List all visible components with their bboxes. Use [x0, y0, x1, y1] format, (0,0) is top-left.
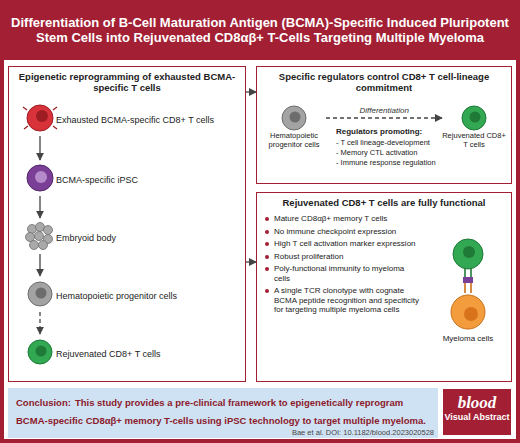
section-panel: Epigenetic reprogramming of exhausted BC…: [8, 66, 246, 382]
cell-nucleus: [290, 112, 301, 123]
node-text: Visual Abstract: [443, 412, 511, 422]
embryoid-cell: [39, 241, 48, 250]
flow-arrow: [39, 196, 40, 218]
flow-arrow: [326, 117, 442, 118]
conclusion-box: Conclusion:This study provides a pre-cli…: [8, 388, 438, 438]
node-text: Rejuvenated CD8+ T cells are fully funct…: [257, 193, 511, 208]
exhausted-t-cell: [27, 105, 53, 131]
t-cell: [453, 239, 483, 269]
target-cell: Myeloma cells: [428, 290, 508, 358]
section-panel: Specific regulators control CD8+ T cell-…: [256, 66, 512, 184]
node-text: This study provides a pre-clinical frame…: [16, 397, 426, 426]
flow-arrow: [39, 136, 40, 160]
node-text: Embryoid body: [56, 233, 116, 243]
cell-stage: BCMA-specific iPSC: [20, 160, 234, 196]
embryoid-cell: [30, 241, 39, 250]
cell-stage: Embryoid body: [20, 218, 234, 254]
ipsc-cell: [27, 165, 53, 191]
cell-nucleus: [463, 246, 475, 258]
text-wrap: Hematopoietic progenitor cells: [56, 285, 177, 303]
title-banner: Differentiation of B-Cell Maturation Ant…: [10, 2, 510, 58]
text-wrap: Exhausted BCMA-specific CD8+ T cells: [56, 109, 214, 127]
rejuvenated-t-cell: [28, 340, 52, 364]
cell-nucleus: [36, 288, 47, 299]
node-text: Rejuvenated CD8+ T cells: [56, 349, 160, 359]
node-text: Poly-functional immunity to myeloma cell…: [265, 264, 422, 283]
node-text: A single TCR clonotype with cognate BCMA…: [265, 286, 422, 315]
node-text: Hematopoietic progenitor cells: [262, 132, 326, 149]
myeloma-cell: [451, 295, 485, 329]
node-text: Conclusion:: [16, 397, 71, 408]
cell-nucleus: [470, 112, 481, 123]
embryoid-cell: [44, 226, 53, 235]
receptor-marks: [23, 107, 57, 129]
text-wrap: Conclusion:This study provides a pre-cli…: [16, 392, 430, 428]
node-text: Specific regulators control CD8+ T cell-…: [257, 67, 511, 93]
cell-stage: Rejuvenated CD8+ T cells: [442, 104, 506, 162]
embryoid-cell: [36, 223, 45, 232]
progenitor-cell: [282, 106, 306, 130]
text-wrap: BCMA-specific iPSC: [56, 169, 138, 187]
node-text: Epigenetic reprogramming of exhausted BC…: [9, 67, 245, 93]
node-text: Rejuvenated CD8+ T cells: [442, 132, 506, 149]
embryoid-cell: [26, 233, 35, 242]
flow-arrow: [39, 312, 40, 334]
node-text: No immune checkpoint expression: [265, 227, 422, 237]
node-text: Mature CD8αβ+ memory T cells: [265, 214, 422, 224]
flow-arrow: [246, 261, 256, 262]
node-text: Hematopoietic progenitor cells: [56, 291, 177, 301]
flow-arrow: [39, 254, 40, 276]
cell-stage: Hematopoietic progenitor cells: [20, 276, 234, 312]
rejuvenated-t-cell: [462, 106, 486, 130]
cell-stage: Rejuvenated CD8+ T cells: [20, 334, 234, 370]
node-text: Exhausted BCMA-specific CD8+ T cells: [56, 115, 214, 125]
section-panel: Rejuvenated CD8+ T cells are fully funct…: [256, 192, 512, 382]
cell-nucleus: [36, 110, 48, 122]
progenitor-cell: [28, 282, 52, 306]
embryoid-cell: [44, 235, 53, 244]
node-text: BCMA-specific iPSC: [56, 175, 138, 185]
flow-arrow: [246, 91, 256, 92]
node-text: High T cell activation marker expression: [265, 239, 422, 249]
tcr-symbol: [465, 268, 471, 277]
node-text: Robust proliferation: [265, 252, 422, 262]
cell-nucleus: [36, 346, 47, 357]
diagram-title: Differentiation of B-Cell Maturation Ant…: [10, 15, 510, 45]
cell-nucleus: [35, 171, 47, 183]
peptide-symbol: [463, 277, 473, 283]
journal-logo: bloodVisual Abstract: [442, 388, 512, 436]
embryoid-cell: [35, 232, 44, 241]
cell-nucleus: [464, 307, 478, 321]
node-text: Myeloma cells: [428, 334, 508, 343]
text-wrap: Rejuvenated CD8+ T cells: [56, 343, 160, 361]
mhc-symbol: [465, 283, 471, 293]
text-wrap: Embryoid body: [56, 227, 116, 245]
cell-stage: Exhausted BCMA-specific CD8+ T cells: [20, 100, 234, 136]
embryoid-cell: [28, 225, 37, 234]
cell-stage: Hematopoietic progenitor cells: [262, 104, 326, 162]
node-text: blood: [443, 394, 511, 412]
